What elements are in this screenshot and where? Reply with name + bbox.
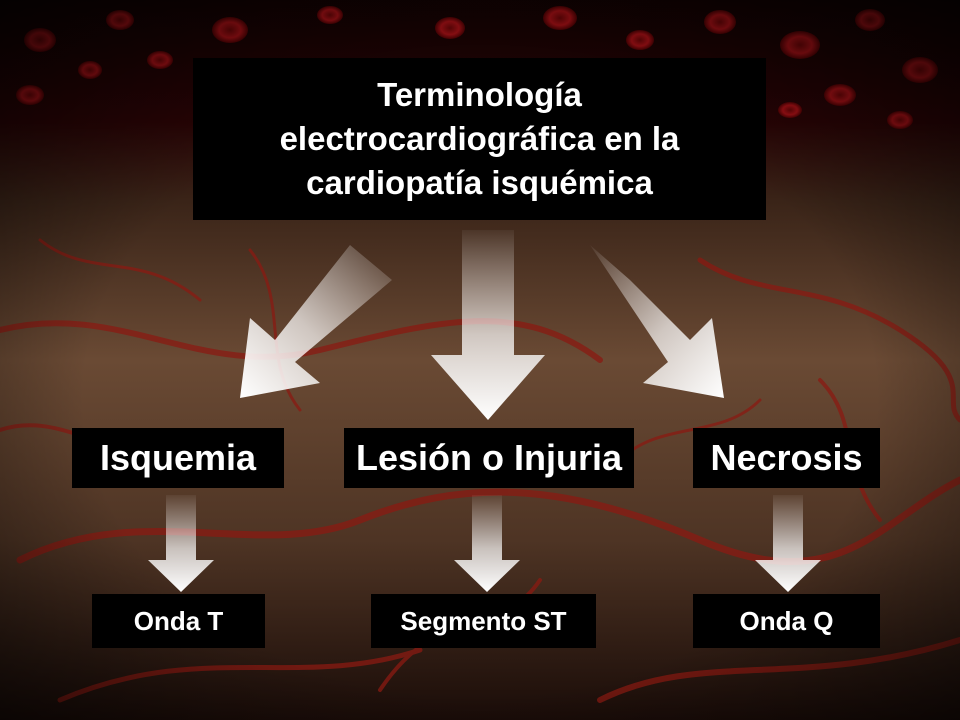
title-line-2: electrocardiográfica en la [279, 120, 680, 157]
title-line-3: cardiopatía isquémica [306, 164, 653, 201]
diagram-title: Terminología electrocardiográfica en la … [280, 73, 680, 205]
label-necrosis: Necrosis [710, 437, 863, 478]
box-lesion-injuria: Lesión o Injuria [344, 428, 634, 488]
label-onda-q: Onda Q [739, 605, 834, 636]
box-necrosis: Necrosis [693, 428, 880, 488]
box-segmento-st: Segmento ST [371, 594, 596, 648]
label-lesion-injuria: Lesión o Injuria [355, 437, 623, 478]
label-segmento-st: Segmento ST [400, 605, 567, 636]
label-onda-t: Onda T [133, 605, 224, 636]
box-onda-q: Onda Q [693, 594, 880, 648]
box-onda-t: Onda T [92, 594, 265, 648]
title-line-1: Terminología [377, 76, 582, 113]
box-isquemia: Isquemia [72, 428, 284, 488]
title-box: Terminología electrocardiográfica en la … [193, 58, 766, 220]
label-isquemia: Isquemia [99, 437, 257, 478]
